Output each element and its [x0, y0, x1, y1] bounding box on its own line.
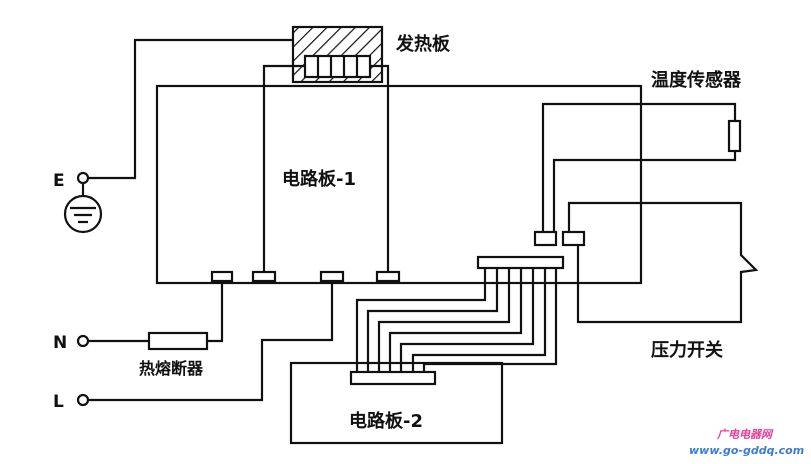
temperature-sensor	[541, 102, 742, 233]
board1-connector	[251, 270, 277, 283]
terminal-l-label: L	[53, 392, 64, 412]
watermark-name: 广电电器网	[716, 428, 774, 441]
watermark-url: www.go-gddq.com	[689, 444, 804, 457]
temp-sensor-wire-inner	[552, 151, 737, 233]
pressure-switch-connector	[561, 230, 586, 247]
neutral-wire-right	[207, 281, 224, 343]
temp-sensor-label: 温度传感器	[651, 69, 742, 91]
thermal-fuse-label: 热熔断器	[139, 359, 204, 378]
pressure-switch-wire	[567, 201, 759, 324]
temp-sensor-wire-outer	[541, 102, 737, 233]
board1-multipin-connector	[476, 255, 565, 270]
heater-label: 发热板	[395, 33, 451, 55]
heater-wire-right	[370, 64, 390, 273]
heater-plate	[291, 25, 384, 84]
board1-connector	[319, 270, 345, 283]
terminal-n-label: N	[53, 333, 67, 353]
temp-sensor-resistor	[727, 119, 742, 153]
terminal-e-circle	[76, 171, 90, 185]
terminal-e-label: E	[53, 171, 65, 191]
board1-connector	[210, 270, 234, 283]
temp-sensor-connector	[533, 230, 558, 247]
heater-terminal-block	[303, 54, 372, 79]
pressure-switch	[567, 201, 759, 324]
terminal-l-circle	[76, 393, 90, 407]
terminal-n-circle	[76, 334, 90, 348]
live-wire	[88, 281, 334, 402]
circuit-board-1	[155, 84, 643, 285]
circuit-board-2	[289, 361, 504, 445]
board2-multipin-connector	[349, 370, 437, 386]
ribbon-cable	[355, 268, 558, 373]
ground-icon	[63, 183, 103, 234]
heater-wire-left	[262, 64, 305, 273]
thermal-fuse	[147, 331, 209, 351]
pressure-switch-label: 压力开关	[651, 339, 723, 361]
board1-label: 电路板-1	[282, 168, 356, 190]
board1-connector	[375, 270, 401, 283]
ground-wire	[88, 38, 292, 180]
board2-label: 电路板-2	[349, 410, 423, 432]
